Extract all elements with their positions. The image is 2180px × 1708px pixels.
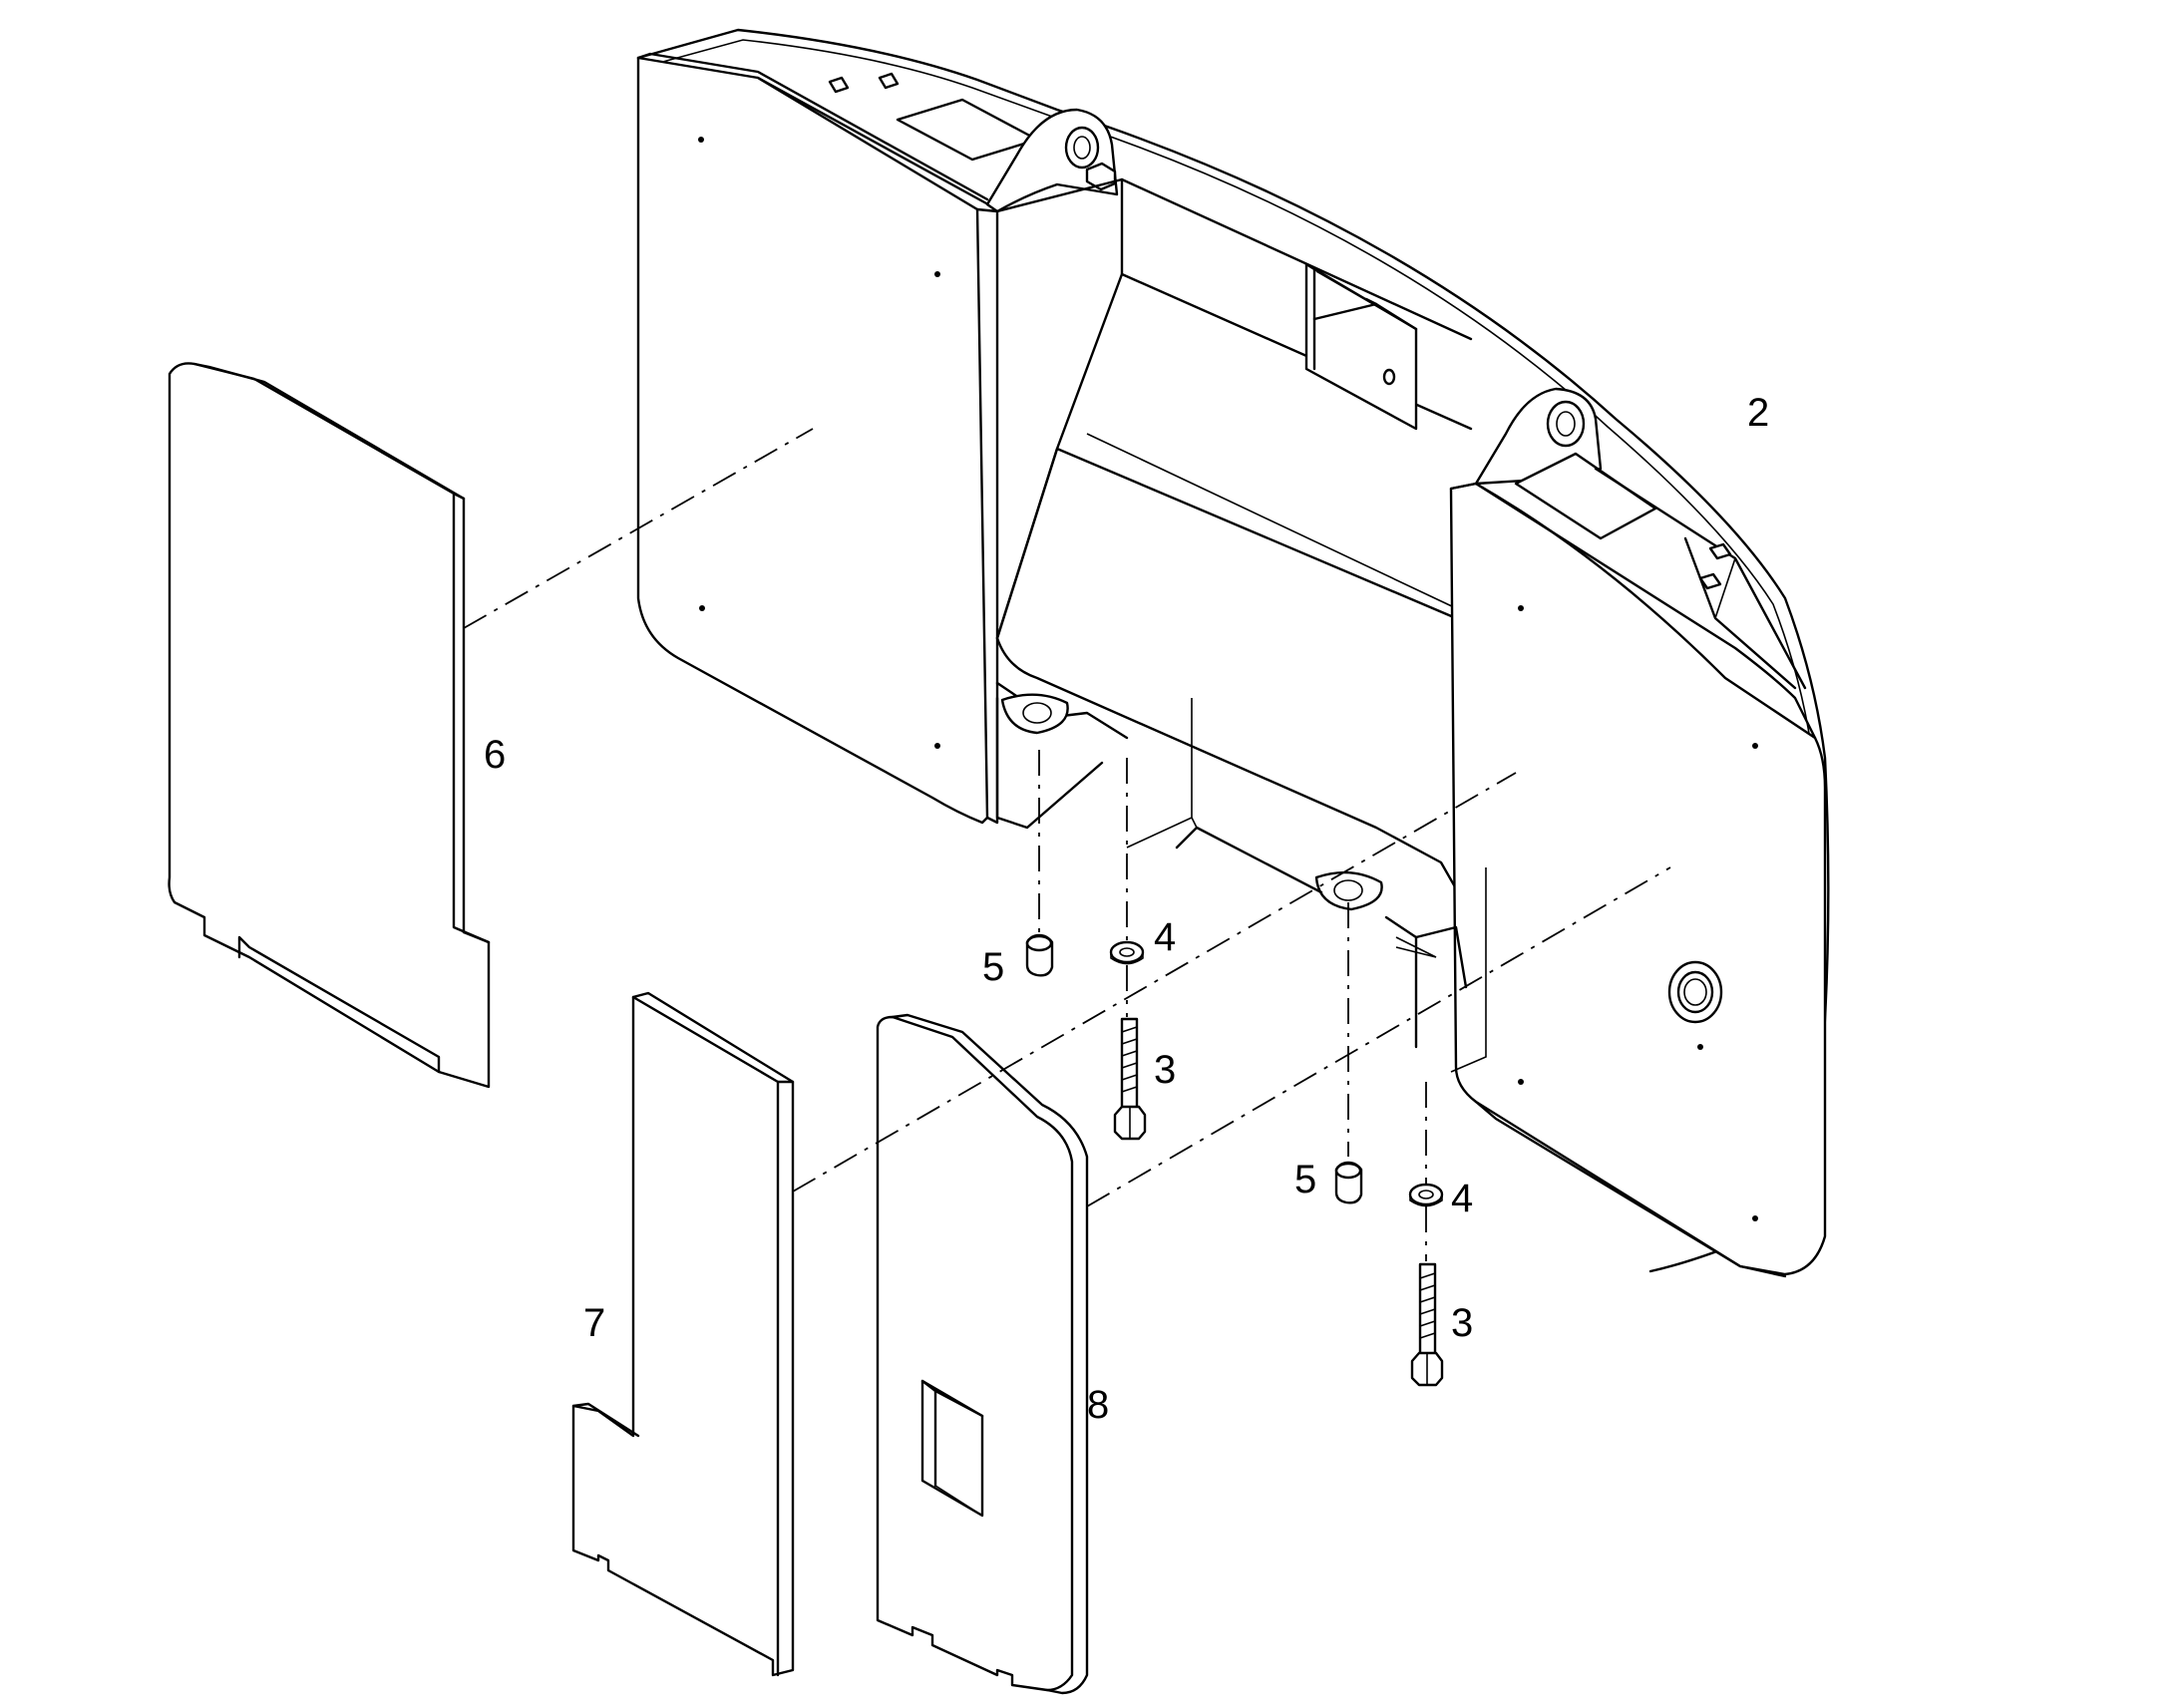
- callout-4-right: 4: [1451, 1177, 1473, 1220]
- callout-3-left: 3: [1154, 1048, 1176, 1092]
- insert-plate-window: [876, 1013, 1089, 1695]
- callout-4-left: 4: [1154, 915, 1176, 959]
- callout-5-left: 5: [982, 945, 1004, 989]
- callout-3-right: 3: [1451, 1301, 1473, 1345]
- callout-8: 8: [1087, 1383, 1109, 1427]
- assembly-lines: [463, 428, 1671, 1261]
- insert-plate-l: [571, 991, 795, 1677]
- washer-4-right: [1408, 1183, 1444, 1207]
- spacer-5-left: [1025, 933, 1054, 977]
- bolt-3-right: [1410, 1262, 1444, 1387]
- callout-7: 7: [583, 1301, 605, 1345]
- callout-5-right: 5: [1294, 1158, 1316, 1201]
- counterweight-body: [636, 28, 1830, 1278]
- spacer-5-right: [1334, 1161, 1363, 1204]
- callouts: 2 6 5 4 3 5 4 3 7 8: [484, 391, 1769, 1427]
- callout-6: 6: [484, 733, 506, 777]
- callout-2: 2: [1747, 391, 1769, 435]
- washer-4-left: [1109, 940, 1145, 965]
- insert-plate-left: [168, 362, 491, 1089]
- bolt-3-left: [1113, 1017, 1147, 1141]
